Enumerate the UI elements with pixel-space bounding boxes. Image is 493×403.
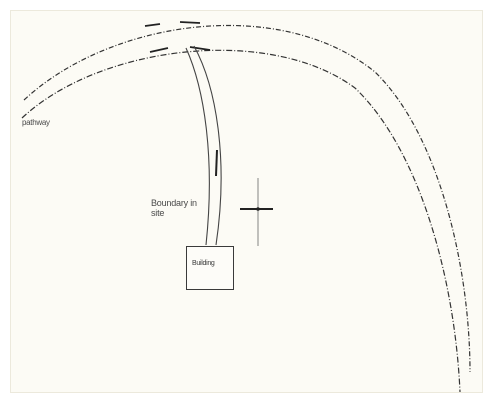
road-inner-highlight — [149, 46, 211, 53]
building-label: Building — [192, 260, 215, 267]
road-inner-edge — [21, 49, 461, 393]
boundary-wall-right — [193, 45, 222, 246]
boundary-label: Boundary in site — [151, 198, 211, 219]
road-label: pathway — [22, 118, 50, 127]
road-top-highlight — [144, 21, 201, 27]
building-box: Building — [186, 246, 234, 290]
boundary-wall-left — [185, 47, 210, 246]
wall-marker — [215, 149, 218, 177]
marker-dot — [256, 207, 260, 211]
boundary-label-line-2: site — [151, 208, 165, 219]
road-outer-edge — [23, 24, 471, 373]
boundary-label-line-1: Boundary in — [151, 198, 197, 208]
diagram-canvas — [10, 10, 483, 393]
